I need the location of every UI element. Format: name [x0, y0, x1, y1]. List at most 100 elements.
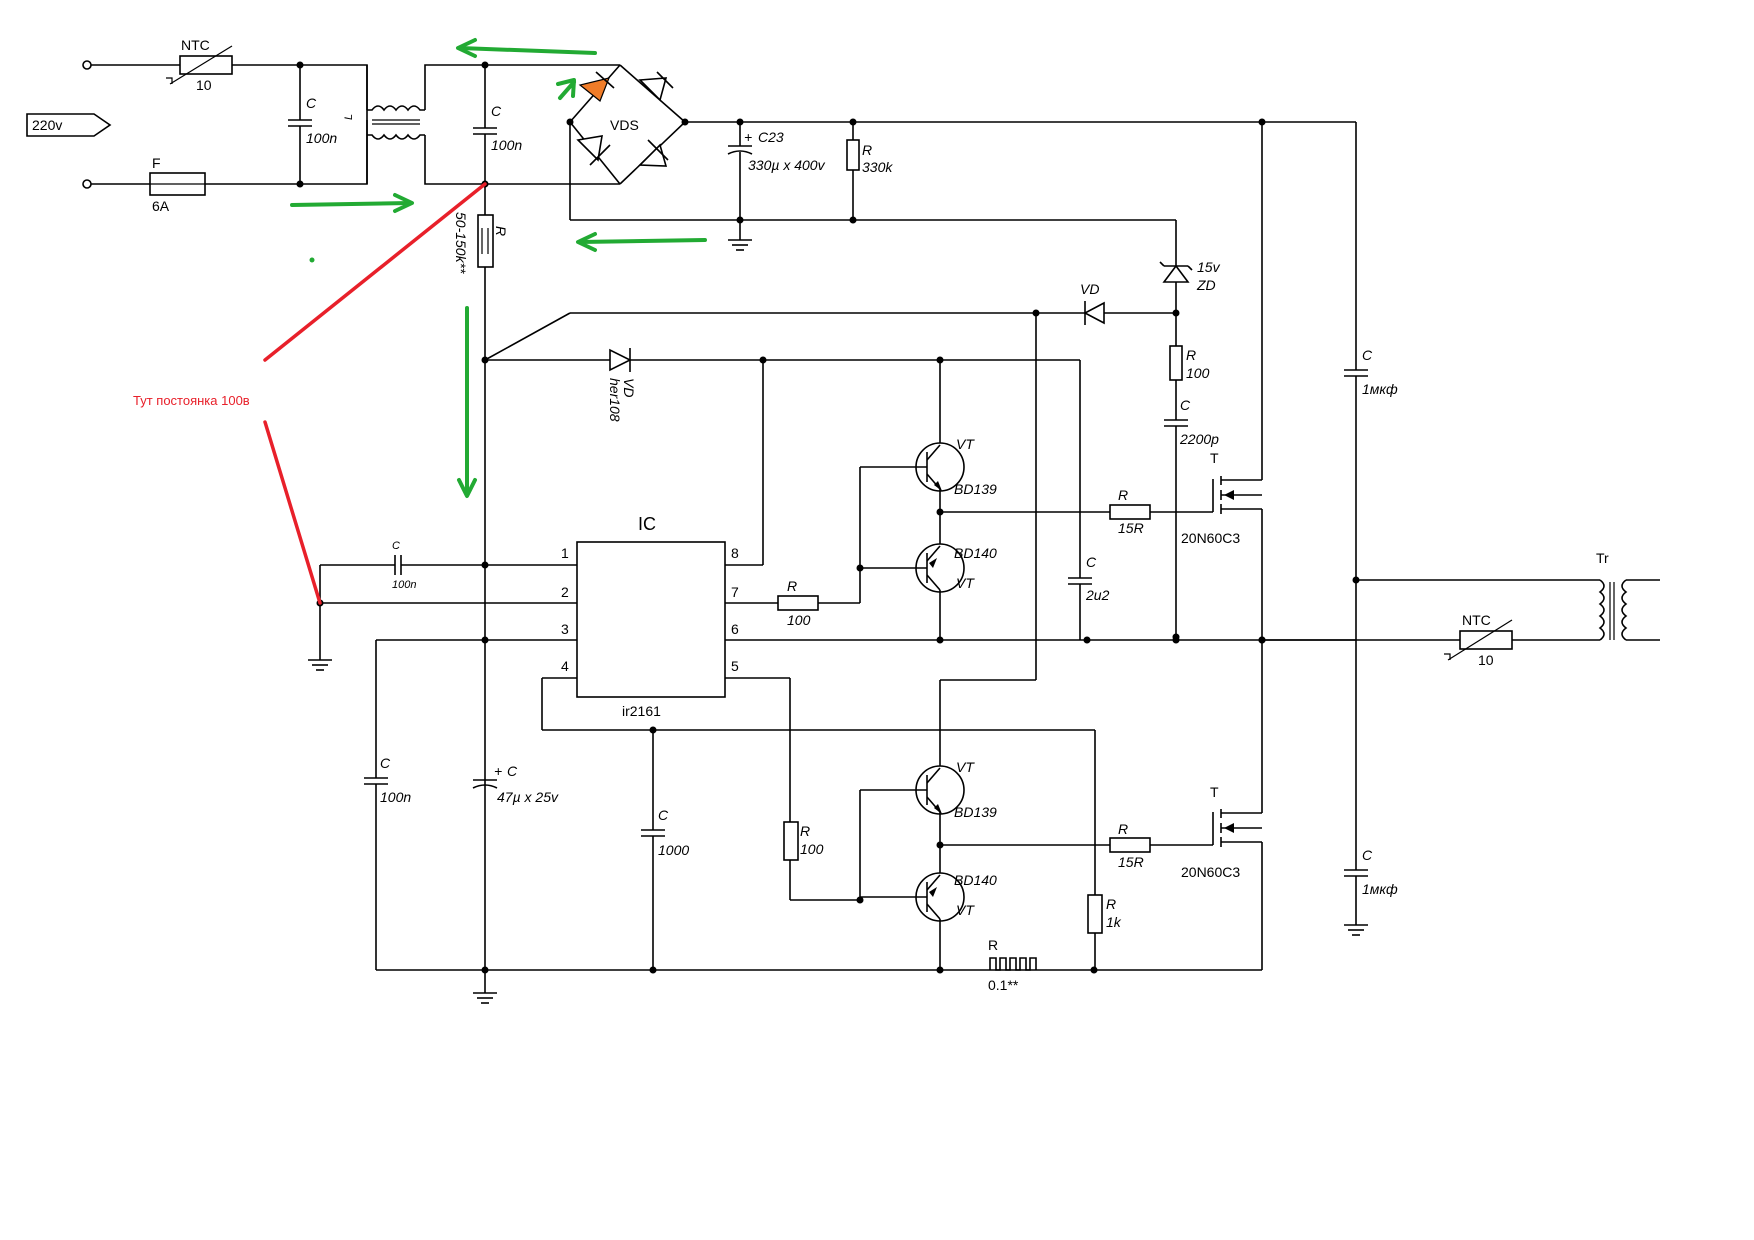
boot-cap-name: C	[1086, 554, 1097, 570]
out-ntc-name: NTC	[1462, 612, 1491, 628]
c2200-value: 2200p	[1179, 431, 1219, 447]
input-terminal-bottom	[82, 179, 92, 189]
voltage-note: Тут постоянка 100в	[133, 393, 250, 408]
x-capacitor-1: C 100n	[288, 61, 337, 188]
hs-mosfet-name: T	[1210, 450, 1219, 466]
ic-pin-2: 2	[561, 584, 569, 600]
bulk-cap-name: C23	[758, 129, 784, 145]
voltage-annotation: Тут постоянка 100в	[133, 182, 487, 605]
ic-pin-1: 1	[561, 545, 569, 561]
her108-diode: VD her108	[485, 348, 1080, 422]
c2-value: 100n	[491, 137, 522, 153]
r100-value: 100	[1186, 365, 1210, 381]
ls-mosfet-part: 20N60C3	[1181, 864, 1240, 880]
r-pin7-name: R	[787, 578, 797, 594]
vd-name: VD	[1080, 281, 1099, 297]
transformer-name: Tr	[1596, 550, 1609, 566]
mains-input: 220v	[26, 60, 112, 189]
arrow-top-left	[458, 46, 597, 55]
c-pin3-value: 100n	[380, 789, 411, 805]
fuse-name: F	[152, 155, 161, 171]
fuse: F 6A	[91, 155, 300, 214]
red-pointer-top	[263, 182, 487, 362]
ic-pin-3: 3	[561, 621, 569, 637]
zener-diode: 15v ZD	[1159, 220, 1221, 346]
input-terminal-top	[82, 60, 92, 70]
bulk-cap-plus: +	[744, 129, 752, 145]
ls-rg-value: 15R	[1118, 854, 1144, 870]
bridge-name: VDS	[610, 117, 639, 133]
r-pin5-value: 100	[800, 841, 824, 857]
c-pin3-name: C	[380, 755, 391, 771]
voltage-label: 220v	[32, 117, 62, 133]
low-side-driver: VT BD139 BD140 VT R 15R	[856, 679, 1213, 970]
bulk-cap-value: 330µ x 400v	[748, 157, 826, 173]
c-out-top-value: 1мкф	[1362, 381, 1398, 397]
zener-value: 15v	[1197, 259, 1221, 275]
bleeder-name: R	[862, 142, 872, 158]
ic-pin-5: 5	[731, 658, 739, 674]
ntc-name: NTC	[181, 37, 210, 53]
zener-name: ZD	[1196, 277, 1216, 293]
r-pin5-name: R	[800, 823, 810, 839]
c-out-top-name: C	[1362, 347, 1373, 363]
c-pin1-value: 100n	[392, 579, 416, 591]
out-ntc-value: 10	[1478, 652, 1494, 668]
common-mode-choke: L	[300, 64, 485, 185]
red-pointer-bottom	[263, 420, 322, 605]
ic-pin-7: 7	[731, 584, 739, 600]
hs-mosfet-part: 20N60C3	[1181, 530, 1240, 546]
c1-name: C	[306, 95, 317, 111]
ic-wiring: C 100n C 100n C 1000 R	[308, 360, 1356, 970]
high-side-driver: VT BD139 BD140 VT R 15R	[856, 360, 1213, 640]
vd2-value: her108	[607, 378, 623, 422]
c-out-bot-value: 1мкф	[1362, 881, 1398, 897]
ic-pin-6: 6	[731, 621, 739, 637]
arrow-bottom-right	[290, 201, 412, 207]
dropper-value: 50-150k**	[453, 212, 469, 274]
ic-part: ir2161	[622, 703, 661, 719]
dc-bus	[569, 118, 1356, 224]
c-pin4-value: 1000	[658, 842, 689, 858]
ls-rg-name: R	[1118, 821, 1128, 837]
vcc-cap-plus: +	[494, 763, 502, 779]
ntc-input: NTC 10	[91, 37, 300, 93]
voltage-label-tag	[26, 113, 112, 137]
ground-bottom	[376, 966, 1262, 1004]
arrow-return-left	[578, 238, 707, 244]
boot-cap-value: 2u2	[1085, 587, 1110, 603]
c-out-bot-name: C	[1362, 847, 1373, 863]
bridge-diode-highlighted	[578, 77, 610, 102]
c2-name: C	[491, 103, 502, 119]
current-flow-arrows	[290, 38, 707, 498]
ls-mosfet-name: T	[1210, 784, 1219, 800]
dropper-resistor: R 50-150k**	[453, 184, 509, 974]
ic-body	[576, 541, 726, 698]
bulk-capacitor: + C23 330µ x 400v	[727, 122, 826, 251]
ls-vt-bot-part: BD140	[954, 872, 997, 888]
shunt-name: R	[988, 937, 998, 953]
vcc-cap-name: C	[507, 763, 518, 779]
x-capacitor-2: C 100n	[473, 61, 620, 188]
ntc-value: 10	[196, 77, 212, 93]
c1-value: 100n	[306, 130, 337, 146]
ic-pin-8: 8	[731, 545, 739, 561]
c2200-name: C	[1180, 397, 1191, 413]
r-sense-value: 1k	[1106, 914, 1122, 930]
high-side-mosfet: T 20N60C3	[1181, 122, 1263, 640]
ic-title: IC	[638, 514, 656, 534]
bleeder-resistor: R 330k	[846, 122, 893, 220]
ntc-body	[179, 55, 233, 75]
output-stage: C 1мкф C 1мкф NTC 10 Tr	[1262, 122, 1660, 936]
hs-vt-bot-name: VT	[956, 575, 975, 591]
bleeder-value: 330k	[862, 159, 893, 175]
r-sense-name: R	[1106, 896, 1116, 912]
vcc-capacitor: + C 47µ x 25v	[472, 763, 559, 805]
ntc-slash	[169, 45, 233, 85]
ic-pin-4: 4	[561, 658, 569, 674]
hs-vt-top-name: VT	[956, 436, 975, 452]
shunt-value: 0.1**	[988, 977, 1019, 993]
ir2161-ic: IC ir2161 1 2 3 4 8 7 6 5	[561, 514, 739, 719]
current-sense: R 1k R 0.1**	[988, 730, 1122, 993]
